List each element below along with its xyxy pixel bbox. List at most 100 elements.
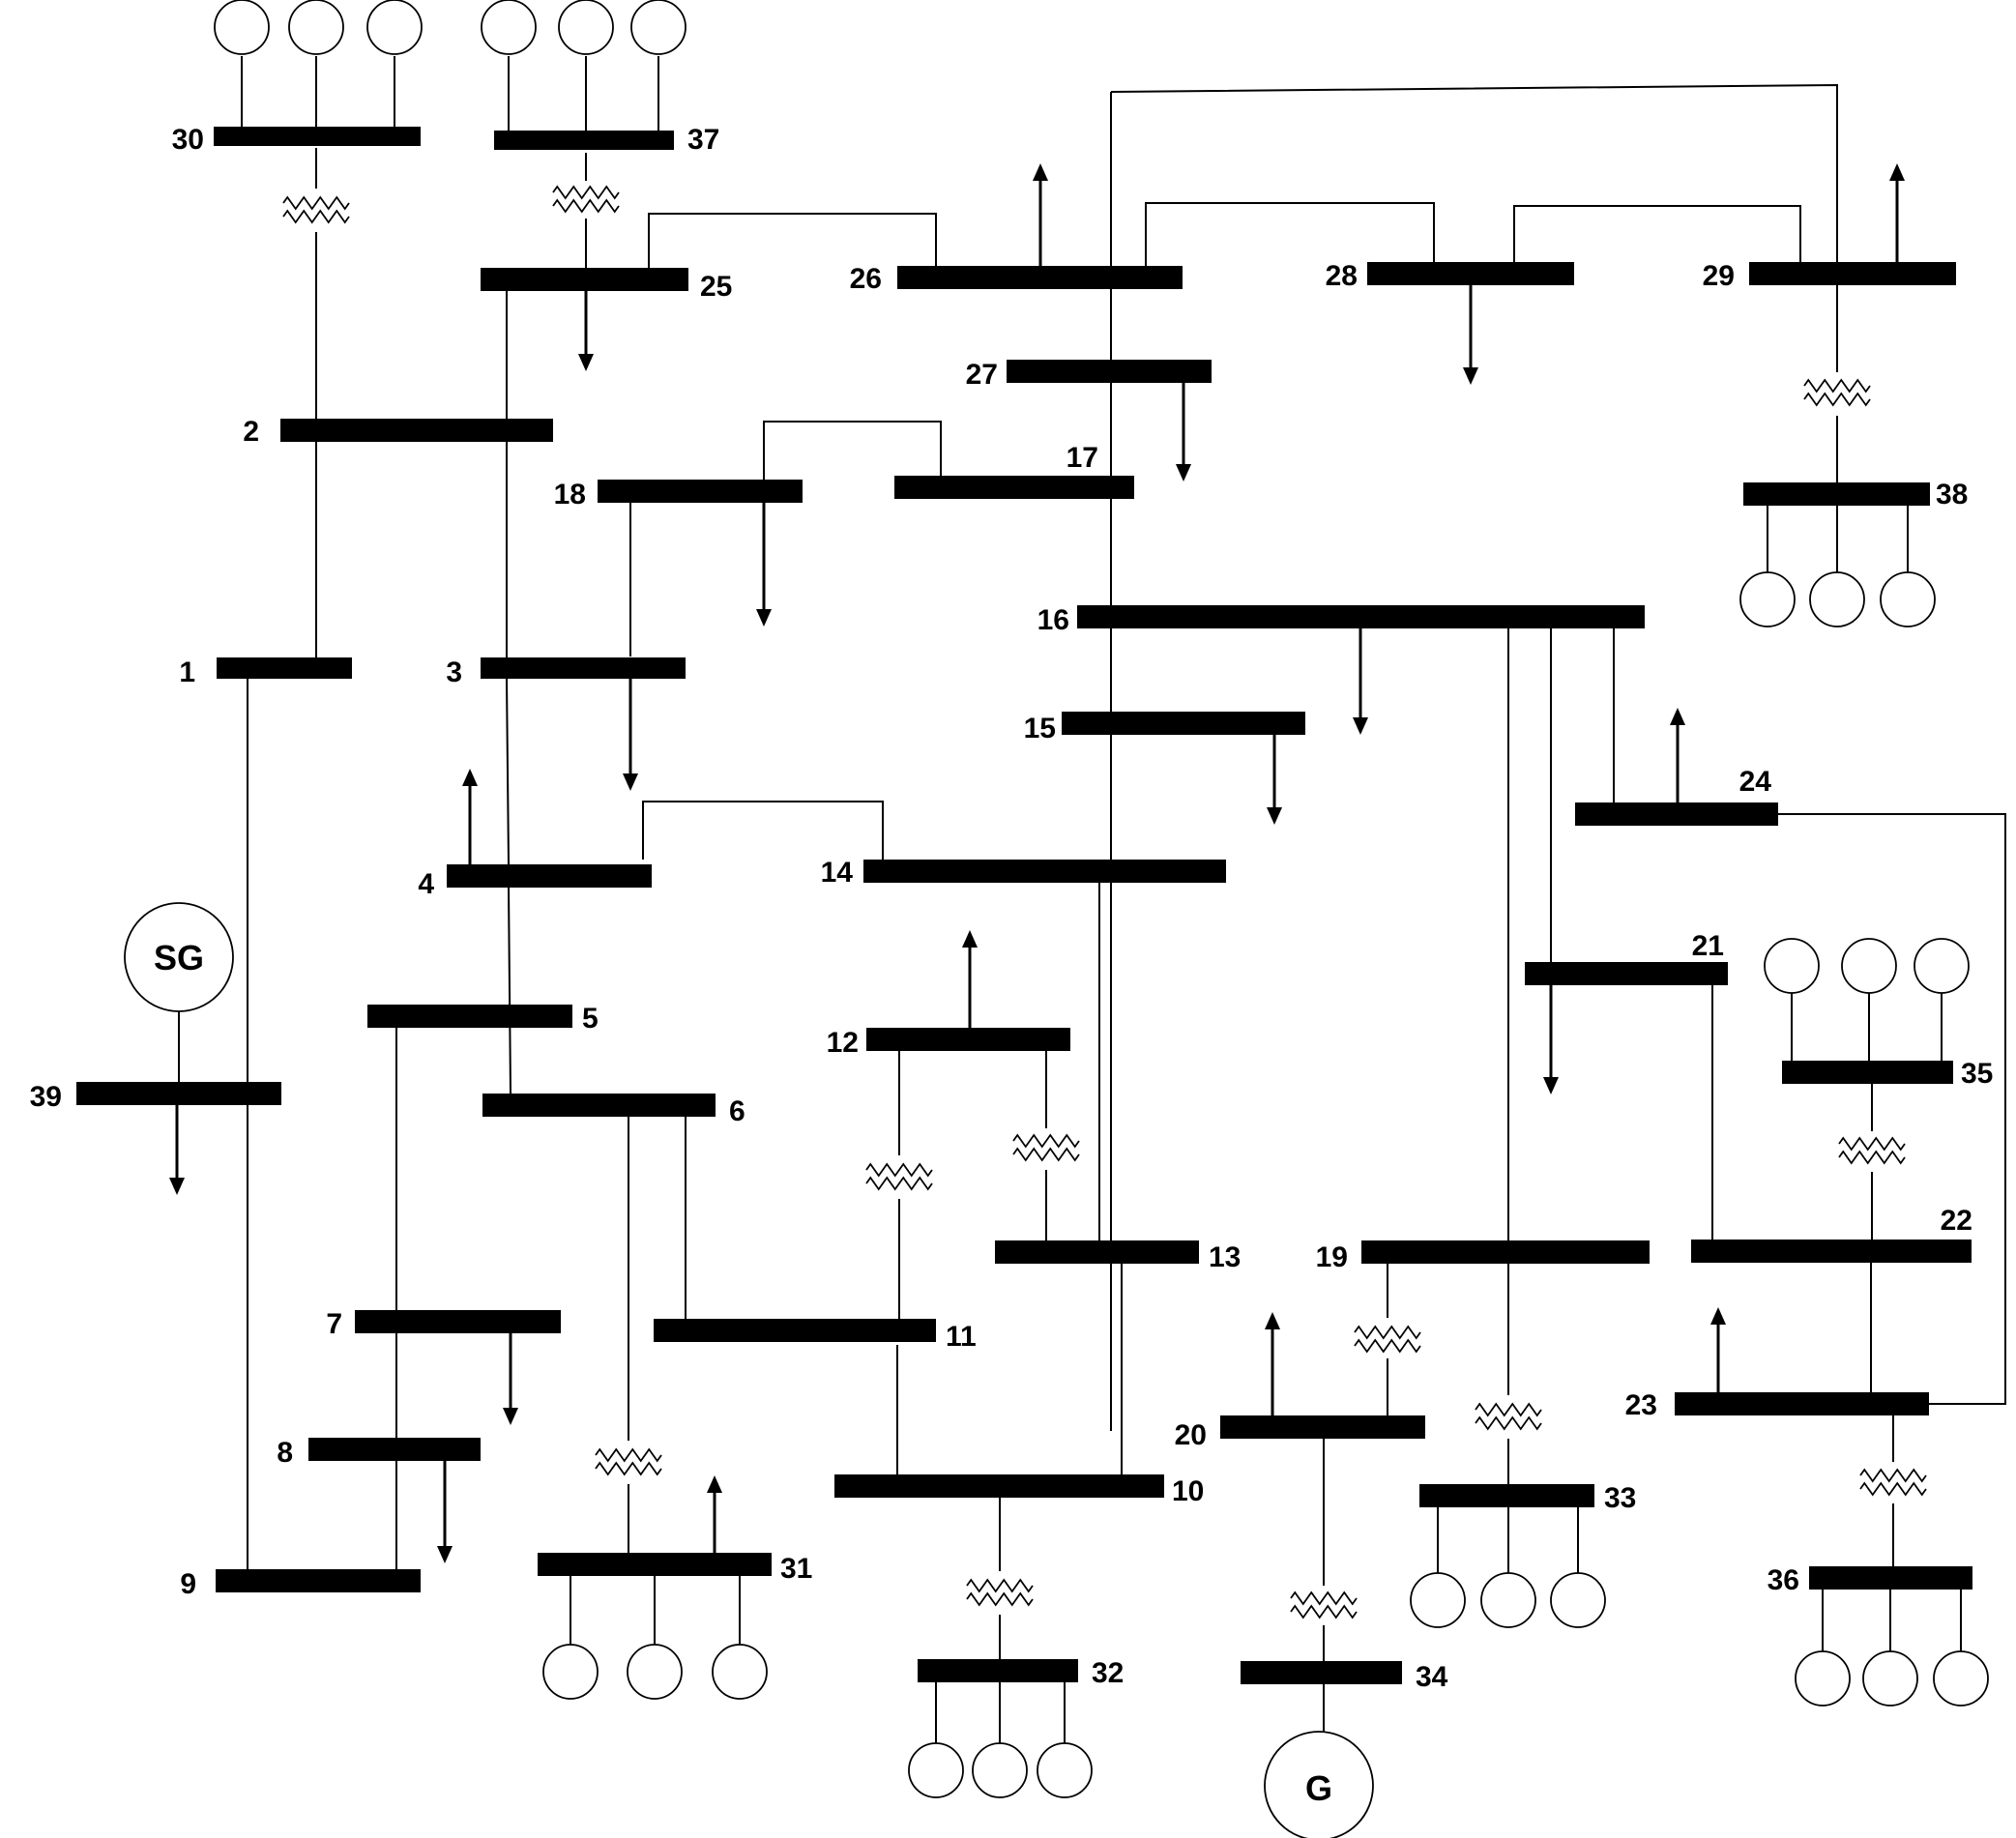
generator-unit-circle (1795, 1650, 1851, 1707)
bus-8-bar (308, 1438, 481, 1461)
generator-unit-circle (558, 0, 614, 55)
load-arrow-bus-16 (1353, 628, 1368, 735)
bus-36-bar (1809, 1566, 1972, 1590)
generator-g: G (1264, 1731, 1374, 1838)
generator-unit-circle (1037, 1742, 1093, 1798)
transmission-lines (178, 83, 2006, 1732)
bus-11-label: 11 (946, 1321, 977, 1353)
load-arrow-bus-26 (1033, 163, 1048, 266)
bus-27-bar (1007, 360, 1212, 383)
bus-31-label: 31 (780, 1553, 812, 1585)
bus-29-label: 29 (1703, 260, 1735, 292)
generator-group-36 (1795, 1590, 1989, 1707)
generator-unit-circle (908, 1742, 964, 1798)
generator-unit-circle (1880, 571, 1936, 627)
load-arrow-bus-28 (1463, 285, 1478, 385)
transformer-9 (1354, 1325, 1421, 1354)
generator-unit-circle (1550, 1572, 1606, 1628)
generator-unit-circle (1862, 1650, 1918, 1707)
bus-3-label: 3 (446, 656, 462, 688)
bus-22-label: 22 (1941, 1205, 1972, 1237)
bus-17-label: 17 (1066, 442, 1098, 474)
transformer-4 (865, 1162, 933, 1191)
bus-2-bar (280, 419, 553, 442)
line-segment-17 (763, 421, 942, 480)
bus-5-label: 5 (582, 1003, 599, 1035)
generator-unit-circle (1739, 571, 1796, 627)
load-arrow-bus-12 (962, 930, 978, 1028)
bus-34-bar (1241, 1661, 1402, 1684)
line-segment-19 (642, 801, 884, 860)
bus-11-bar (654, 1319, 936, 1342)
generator-unit-circle (366, 0, 423, 55)
line-segment-15 (506, 678, 510, 865)
transformer-10 (1475, 1402, 1542, 1431)
bus-7-bar (355, 1310, 561, 1333)
bus-38-label: 38 (1936, 479, 1968, 511)
transformer-6 (595, 1447, 662, 1476)
bus-32-label: 32 (1092, 1657, 1124, 1689)
bus-36-label: 36 (1768, 1564, 1799, 1596)
line-segment-16 (508, 887, 511, 1094)
bus-13-bar (995, 1240, 1199, 1264)
generator-unit-circle (1841, 938, 1897, 994)
generator-unit-circle (630, 0, 687, 55)
generator-group-30 (214, 0, 423, 127)
bus-18-bar (598, 480, 803, 503)
generator-unit-circle (1410, 1572, 1466, 1628)
bus-37-bar (494, 131, 674, 150)
bus-34-label: 34 (1416, 1661, 1448, 1693)
line-segment-36 (1778, 813, 2006, 1405)
bus-31-bar (538, 1553, 772, 1576)
transformers (282, 185, 1927, 1619)
bus-28-label: 28 (1326, 260, 1358, 292)
bus-1-bar (217, 657, 352, 679)
bus-5-bar (367, 1005, 572, 1028)
generator-group-32 (908, 1682, 1093, 1798)
bus-22-bar (1691, 1240, 1972, 1263)
generator-unit-circle (1764, 938, 1820, 994)
load-arrow-bus-21 (1543, 985, 1559, 1094)
bus-7-label: 7 (326, 1308, 342, 1340)
bus-14-bar (863, 860, 1226, 883)
bus-37-label: 37 (687, 124, 719, 156)
bus-16-bar (1077, 605, 1645, 628)
bus-23-bar (1675, 1392, 1929, 1415)
generator-unit-circle (712, 1644, 768, 1700)
bus-15-bar (1062, 712, 1305, 735)
generator-unit-circle (214, 0, 270, 55)
bus-21-bar (1525, 962, 1728, 985)
bus-1-label: 1 (179, 656, 195, 688)
sg-circle (124, 902, 234, 1012)
bus-14-label: 14 (821, 857, 854, 889)
bus-27-label: 27 (966, 359, 998, 391)
bus-33-bar (1419, 1484, 1594, 1507)
bus-12-bar (866, 1028, 1070, 1051)
generator-unit-circle (627, 1644, 683, 1700)
bus-26-bar (897, 266, 1183, 289)
bus-9-bar (216, 1569, 421, 1592)
bus-35-label: 35 (1961, 1058, 1993, 1090)
bus-10-bar (834, 1474, 1164, 1498)
transformer-8 (1290, 1590, 1358, 1619)
transformer-11 (1838, 1136, 1906, 1165)
load-arrow-bus-31 (707, 1475, 722, 1553)
transformer-1 (282, 195, 350, 224)
generator-unit-circle (1809, 571, 1865, 627)
transformer-12 (1859, 1468, 1927, 1497)
bus-18-label: 18 (554, 479, 586, 511)
generator-unit-circle (481, 0, 537, 55)
line-segment-6 (1513, 205, 1801, 262)
bus-39-bar (76, 1082, 281, 1105)
load-arrow-bus-27 (1176, 383, 1191, 481)
bus-19-label: 19 (1316, 1241, 1348, 1273)
line-segment-5 (1145, 202, 1435, 266)
bus-33-label: 33 (1604, 1482, 1636, 1514)
bus-3-bar (481, 657, 686, 679)
bus-9-label: 9 (180, 1568, 196, 1600)
bus-25-label: 25 (700, 271, 732, 303)
g-label: G (1305, 1768, 1332, 1808)
buses (76, 127, 1972, 1684)
load-arrow-bus-3 (623, 679, 638, 791)
load-arrow-bus-39 (169, 1105, 185, 1195)
